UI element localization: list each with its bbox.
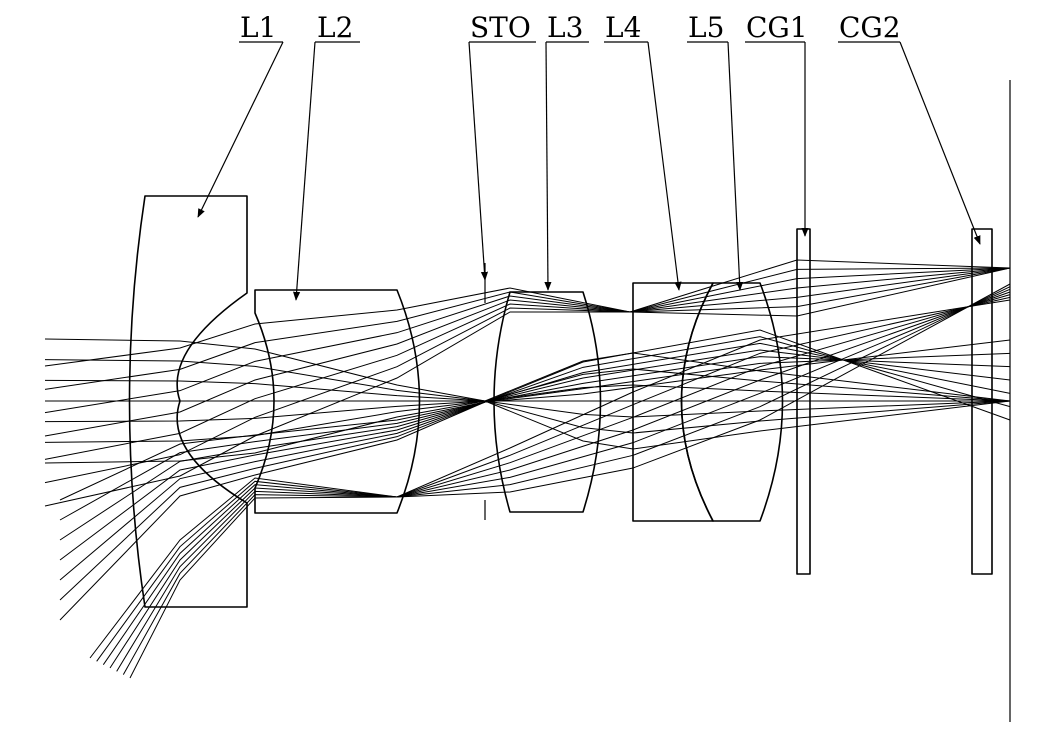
ray-field-upper — [44, 267, 1011, 460]
leader-l4 — [647, 41, 682, 291]
ray-field-lower — [122, 296, 1011, 675]
label-cg2: CG2 — [839, 11, 901, 44]
lens-l3 — [493, 291, 602, 513]
ray-field-steep — [59, 329, 1011, 621]
lens-l2 — [254, 289, 421, 514]
leader-cg2 — [899, 41, 981, 245]
label-sto: STO — [470, 11, 531, 44]
ray-field-steep — [59, 352, 1011, 521]
ray-field-upper — [44, 267, 1011, 507]
ray-field-lower — [109, 291, 1011, 669]
ray-field-steep — [59, 339, 1011, 501]
label-l2: L2 — [317, 11, 353, 44]
leader-l2 — [293, 41, 316, 301]
label-l1: L1 — [240, 11, 276, 44]
ray-field-lower — [96, 286, 1011, 662]
lens-l1 — [128, 195, 248, 608]
ray-field-lower — [89, 283, 1011, 659]
ray-field-lower — [116, 294, 1011, 672]
label-l5: L5 — [688, 11, 724, 44]
ray-onaxis — [44, 368, 1011, 443]
leader-l1 — [197, 41, 284, 218]
leader-l5 — [727, 41, 744, 291]
leader-sto — [468, 41, 489, 281]
ray-field-steep — [59, 349, 1011, 561]
ray-bundles — [44, 259, 1011, 679]
leader-arrows — [197, 41, 981, 301]
ray-onaxis — [44, 352, 1011, 464]
ray-field-upper — [44, 267, 1011, 390]
ray-field-steep — [59, 336, 1011, 601]
ray-field-upper — [44, 267, 1011, 414]
ray-field-upper — [44, 259, 1011, 367]
lens-l5 — [680, 282, 784, 522]
ray-field-upper — [44, 267, 1011, 437]
lens-l4 — [632, 282, 714, 522]
ray-field-lower — [102, 288, 1011, 665]
cover-glass-cg2 — [971, 228, 993, 575]
leader-l3 — [544, 41, 552, 291]
label-l4: L4 — [605, 11, 641, 44]
ray-field-lower — [129, 299, 1011, 679]
label-l3: L3 — [547, 11, 583, 44]
ray-onaxis — [44, 384, 1011, 423]
ray-field-steep — [59, 342, 1011, 581]
label-cg1: CG1 — [746, 11, 808, 44]
